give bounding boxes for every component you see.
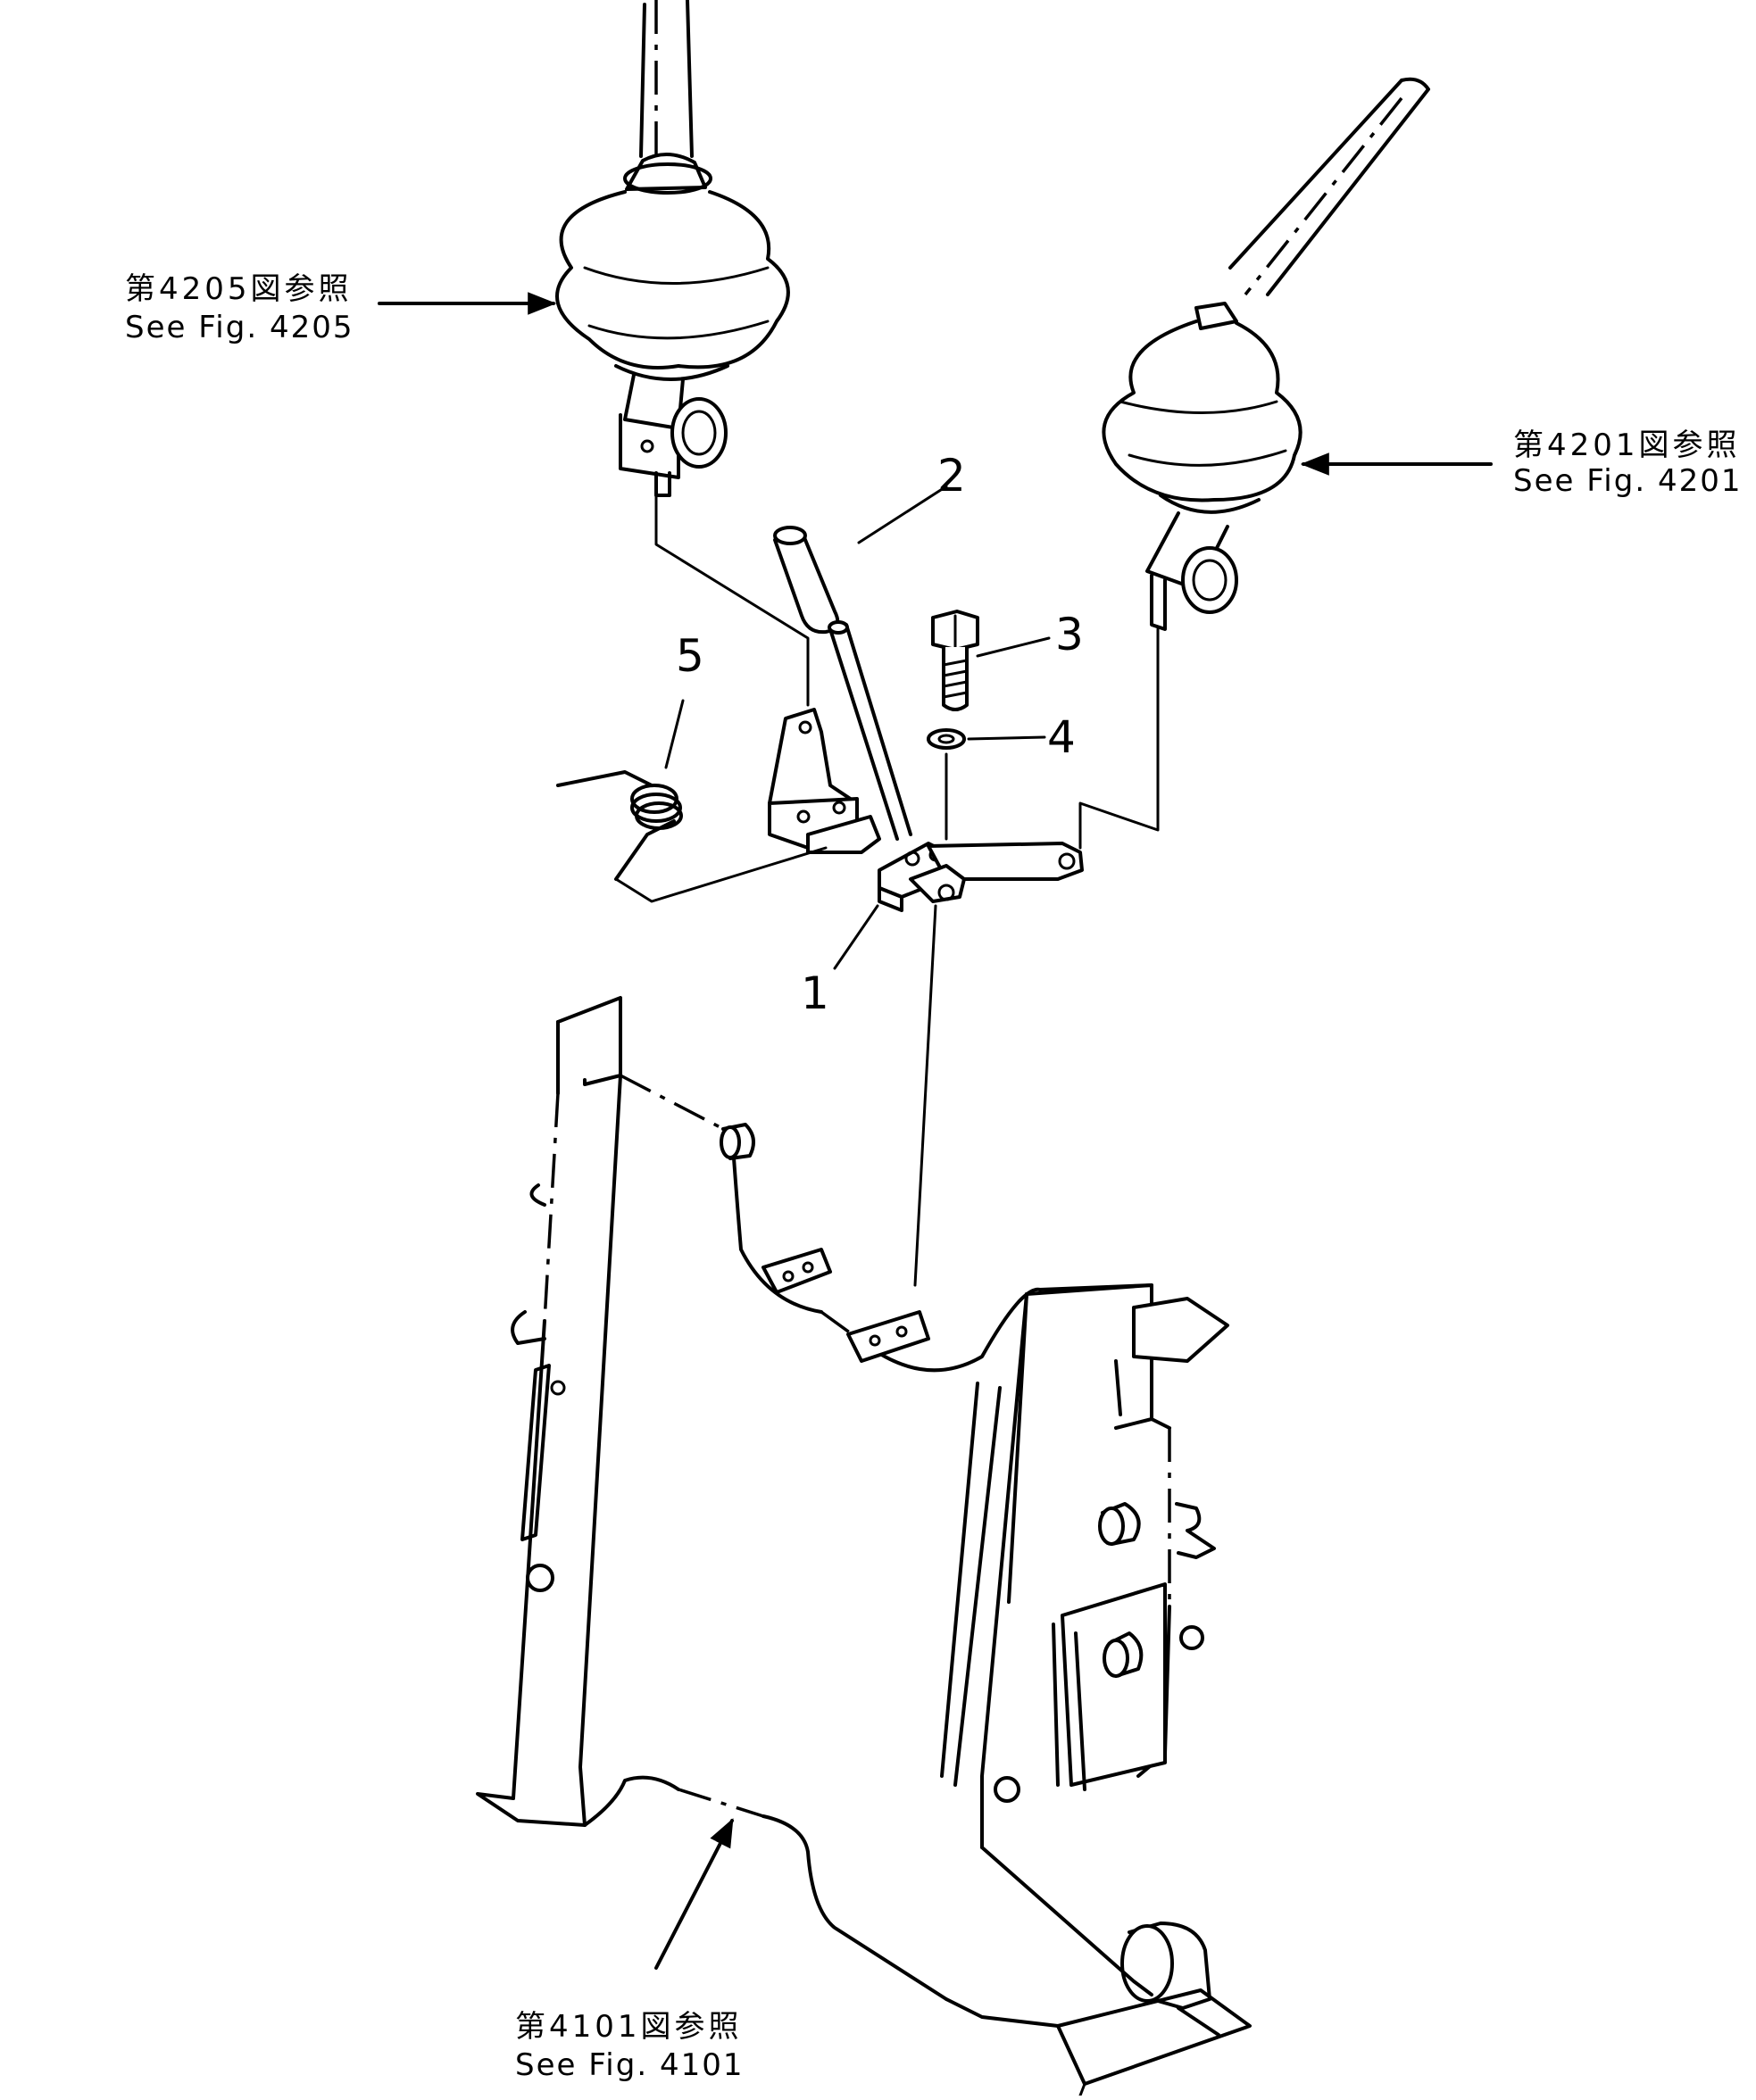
part-2-grip	[773, 485, 948, 635]
right-lever-boot-assembly	[1078, 77, 1430, 850]
ref-4101-en: See Fig. 4101	[515, 2047, 744, 2083]
mounting-guide-line	[913, 904, 937, 1287]
callout-1: 1	[801, 967, 829, 1019]
leader-5	[664, 699, 685, 769]
ref-4205-en: See Fig. 4205	[125, 310, 354, 345]
ref-4101-jp: 第4101図参照	[515, 2009, 743, 2045]
part-5-spring	[556, 699, 828, 903]
arrow-to-fig-4101	[654, 1818, 734, 1970]
part-1-lever-bracket	[768, 620, 1084, 970]
leader-2	[857, 485, 948, 544]
leader-4	[967, 735, 1046, 741]
callout-3: 3	[1055, 609, 1084, 660]
right-lever-rod-upper	[1244, 96, 1403, 296]
callout-5: 5	[676, 630, 704, 682]
ref-4201-jp: 第4201図参照	[1513, 427, 1741, 463]
ref-4201-en: See Fig. 4201	[1513, 463, 1742, 499]
left-lever-boot-assembly	[555, 0, 810, 707]
callout-2: 2	[937, 450, 966, 502]
callout-4: 4	[1047, 711, 1076, 763]
leader-3	[976, 636, 1051, 658]
left-linkage-line	[654, 494, 810, 707]
ref-4205-jp: 第4205図参照	[125, 271, 353, 307]
right-linkage-line	[1078, 627, 1160, 850]
part-3-bolt	[931, 610, 1051, 711]
support-frame	[476, 996, 1252, 2097]
leader-1	[833, 904, 879, 970]
part-4-washer	[927, 728, 1046, 841]
